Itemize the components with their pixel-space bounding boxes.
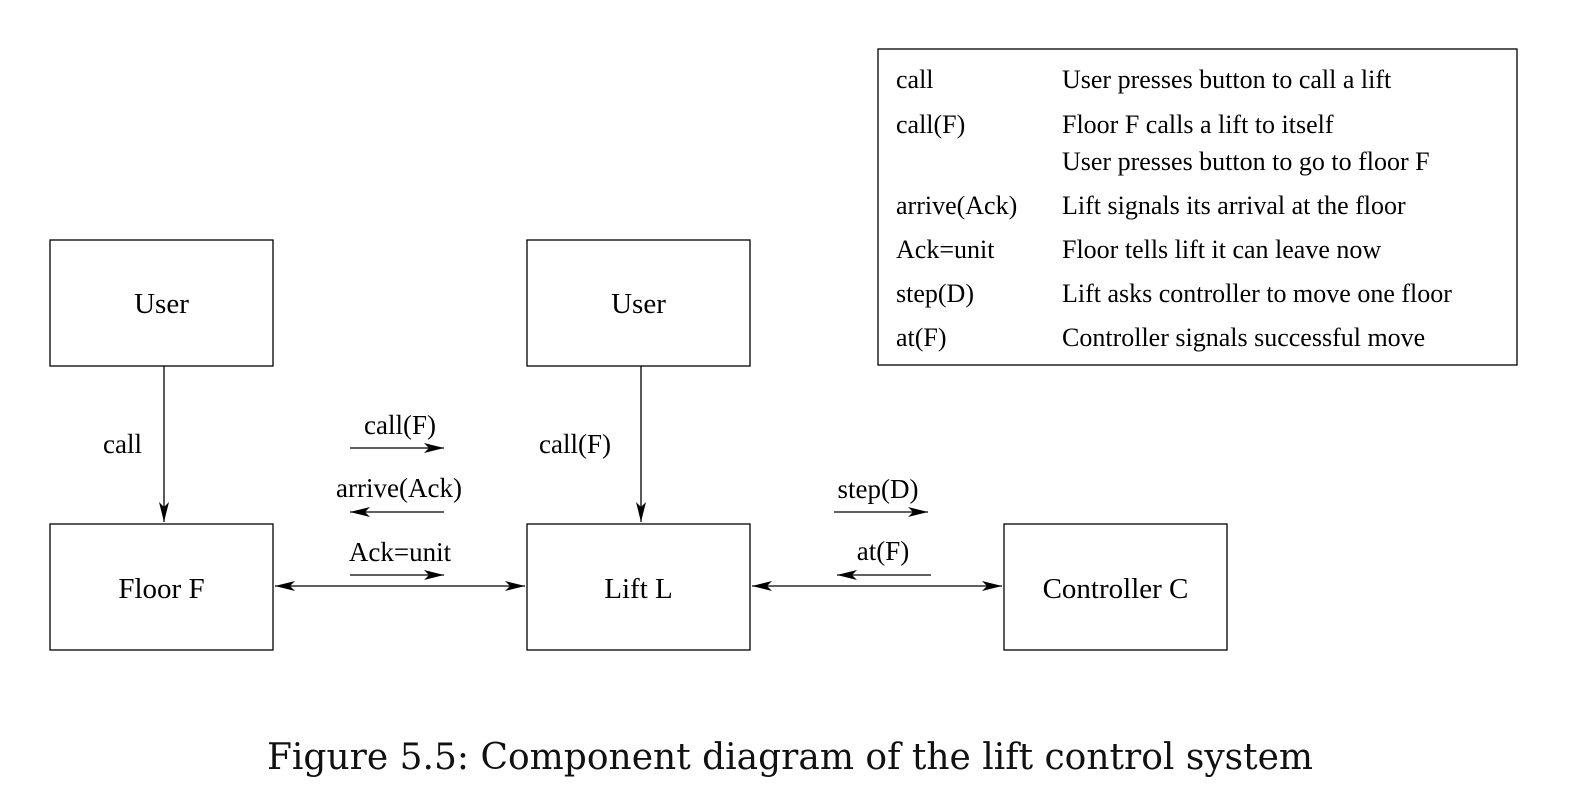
edge-user-to-lift-label: call(F) bbox=[539, 429, 611, 459]
node-controller-label: Controller C bbox=[1043, 573, 1189, 605]
figure-caption: Figure 5.5: Component diagram of the lif… bbox=[267, 737, 1313, 778]
legend-frame bbox=[877, 48, 1518, 366]
edge-user-to-floor-label: call bbox=[103, 429, 142, 459]
node-floor-label: Floor F bbox=[118, 573, 204, 605]
legend-desc-1: User presses button to call a lift bbox=[1062, 65, 1392, 94]
legend-term-5: Ack=unit bbox=[896, 235, 995, 264]
legend-desc-2: Floor F calls a lift to itself bbox=[1062, 110, 1334, 139]
node-controller-box bbox=[1003, 523, 1228, 651]
node-floor-box bbox=[49, 523, 274, 651]
node-user-mid: User bbox=[526, 239, 751, 367]
legend-desc-7: Controller signals successful move bbox=[1062, 323, 1425, 352]
legend-desc-4: Lift signals its arrival at the floor bbox=[1062, 191, 1406, 220]
msg-call-f-label: call(F) bbox=[364, 410, 436, 440]
node-user-left-box bbox=[49, 239, 274, 367]
node-user-left: User bbox=[49, 239, 274, 367]
node-lift-label: Lift L bbox=[604, 573, 672, 605]
msg-step-d-label: step(D) bbox=[838, 474, 919, 504]
legend-term-4: arrive(Ack) bbox=[896, 191, 1017, 220]
node-controller: Controller C bbox=[1003, 523, 1228, 651]
legend-term-2: call(F) bbox=[896, 110, 965, 139]
legend-desc-3: User presses button to go to floor F bbox=[1062, 147, 1430, 176]
legend-term-6: step(D) bbox=[896, 279, 974, 308]
legend-term-7: at(F) bbox=[896, 323, 947, 352]
legend-term-1: call bbox=[896, 65, 934, 94]
msg-at-f-label: at(F) bbox=[857, 536, 909, 566]
legend-desc-5: Floor tells lift it can leave now bbox=[1062, 235, 1381, 264]
node-lift-box bbox=[526, 523, 751, 651]
node-lift: Lift L bbox=[526, 523, 751, 651]
legend: call User presses button to call a lift … bbox=[877, 48, 1518, 366]
node-user-mid-box bbox=[526, 239, 751, 367]
msg-ack-unit-label: Ack=unit bbox=[349, 537, 452, 567]
legend-desc-6: Lift asks controller to move one floor bbox=[1062, 279, 1452, 308]
node-user-left-label: User bbox=[134, 288, 189, 320]
msg-arrive-ack-label: arrive(Ack) bbox=[336, 473, 462, 503]
node-floor: Floor F bbox=[49, 523, 274, 651]
node-user-mid-label: User bbox=[611, 288, 666, 320]
